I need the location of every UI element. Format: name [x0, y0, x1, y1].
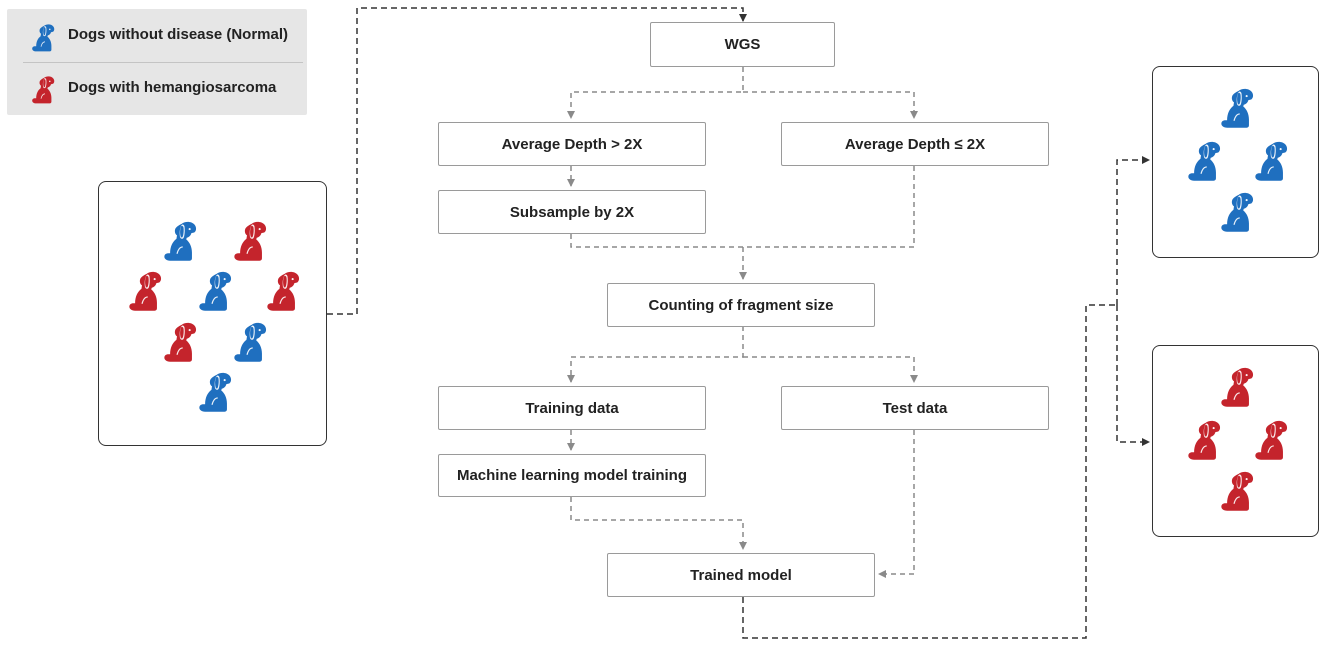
dog-disease-icon [1187, 420, 1221, 461]
connector-counting-split-right [743, 356, 918, 383]
dog-disease-icon [1254, 420, 1288, 461]
input-dog-population [98, 181, 327, 446]
connector-ml-model [570, 497, 747, 550]
connector-wgs-split [567, 67, 744, 119]
dog-normal-icon [1220, 88, 1254, 129]
dog-normal-icon [163, 221, 197, 262]
dog-disease-icon [1220, 367, 1254, 408]
output-disease-group [1152, 345, 1319, 537]
sitting-dog-icon [31, 75, 55, 104]
node-subsample: Subsample by 2X [438, 190, 706, 234]
dog-normal-icon [233, 322, 267, 363]
node-wgs: WGS [650, 22, 835, 67]
dog-disease-icon [266, 271, 300, 312]
output-normal-group [1152, 66, 1319, 258]
node-depth-low: Average Depth ≤ 2X [781, 122, 1049, 166]
node-test-data: Test data [781, 386, 1049, 430]
dog-disease-icon [233, 221, 267, 262]
node-depth-high: Average Depth > 2X [438, 122, 706, 166]
connector-counting-split [567, 326, 744, 383]
dog-disease-icon [163, 322, 197, 363]
legend: Dogs without disease (Normal) Dogs with … [7, 9, 307, 115]
sitting-dog-icon [31, 23, 55, 52]
dog-normal-icon [1187, 141, 1221, 182]
dog-normal-icon [198, 271, 232, 312]
node-trained-model: Trained model [607, 553, 875, 597]
dog-normal-icon [1220, 192, 1254, 233]
connector-input-wgs [327, 7, 747, 315]
dog-disease-icon [1220, 471, 1254, 512]
connector-output-disease [1116, 305, 1150, 446]
node-training-data: Training data [438, 386, 706, 430]
node-counting: Counting of fragment size [607, 283, 875, 327]
connector-model-output [742, 304, 1117, 639]
dog-normal-icon [1254, 141, 1288, 182]
legend-disease-label: Dogs with hemangiosarcoma [68, 79, 277, 96]
legend-normal-label: Dogs without disease (Normal) [68, 26, 289, 43]
dog-disease-icon [128, 271, 162, 312]
dog-normal-icon [198, 372, 232, 413]
legend-divider [23, 62, 303, 63]
connector-output-normal [1116, 156, 1150, 305]
legend-item-normal: Dogs without disease (Normal) [7, 9, 307, 61]
legend-item-disease: Dogs with hemangiosarcoma [7, 63, 307, 115]
connector-test-model [878, 430, 915, 578]
node-ml-training: Machine learning model training [438, 454, 706, 497]
connector-wgs-split-right [743, 91, 918, 119]
